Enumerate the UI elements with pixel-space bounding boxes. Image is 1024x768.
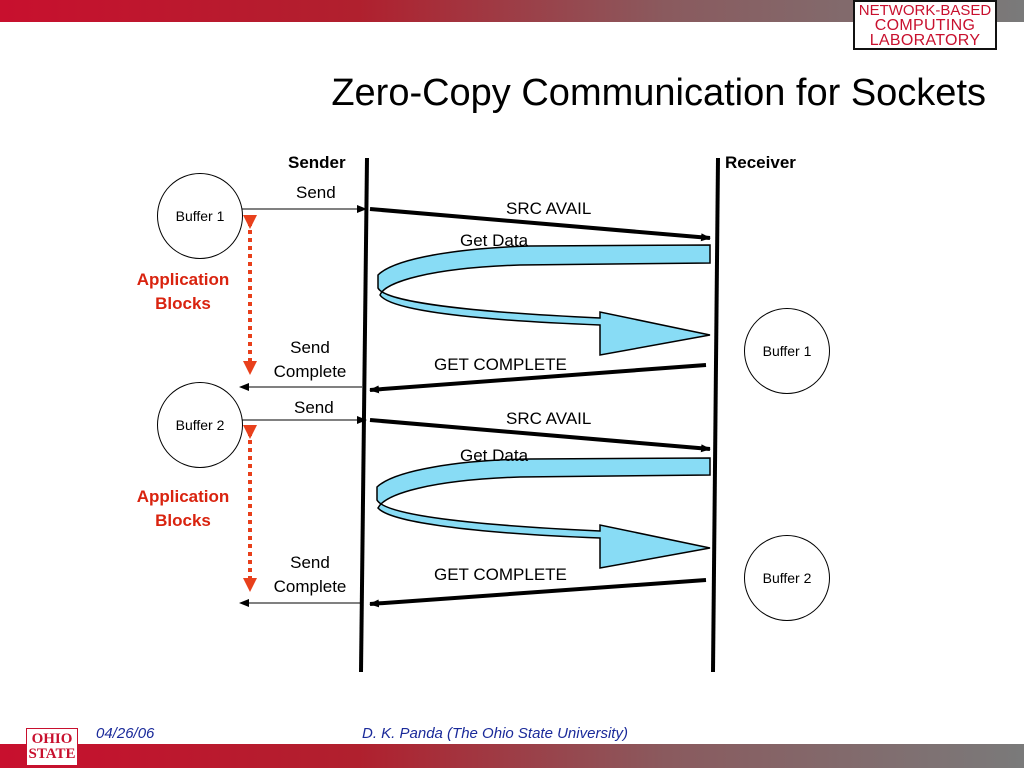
src-avail-arrow-2 — [369, 418, 711, 453]
application-blocks-label: Application Blocks — [124, 268, 242, 316]
footer-author: D. K. Panda (The Ohio State University) — [362, 725, 628, 742]
get-data-arrow-1 — [377, 244, 711, 356]
app-blocks-line: Blocks — [155, 511, 211, 530]
ohio-logo-line: OHIO — [31, 731, 73, 747]
get-complete-label: GET COMPLETE — [434, 565, 567, 584]
receiver-label: Receiver — [725, 153, 796, 172]
app-blocks-line: Application — [136, 487, 230, 506]
send-complete-line: Send — [290, 338, 330, 357]
top-banner — [0, 0, 1024, 22]
send-label: Send — [296, 183, 336, 202]
buffer-label: Buffer 1 — [762, 343, 812, 359]
src-avail-arrow-1 — [369, 207, 711, 242]
send-complete-line: Complete — [273, 362, 347, 381]
src-avail-label: SRC AVAIL — [506, 199, 592, 218]
sender-timeline — [359, 157, 369, 673]
logo-line: NETWORK-BASED — [858, 1, 992, 19]
slide-title: Zero-Copy Communication for Sockets — [331, 72, 986, 114]
receiver-timeline — [711, 157, 720, 673]
application-blocks-label: Application Blocks — [124, 485, 242, 533]
src-avail-label: SRC AVAIL — [506, 409, 592, 428]
get-complete-arrow-1 — [369, 363, 707, 394]
buffer-label: Buffer 2 — [175, 417, 225, 433]
get-data-label: Get Data — [460, 231, 529, 250]
logo-line: COMPUTING — [874, 16, 976, 34]
sender-buffer-2: Buffer 2 — [157, 382, 243, 468]
nbcl-logo: NETWORK-BASED COMPUTING LABORATORY — [853, 0, 997, 50]
app-blocks-line: Blocks — [155, 294, 211, 313]
send-complete-line: Send — [290, 553, 330, 572]
sender-buffer-1: Buffer 1 — [157, 173, 243, 259]
get-data-arrow-2 — [376, 457, 711, 569]
send-complete-label: Send Complete — [266, 551, 354, 599]
send-complete-label: Send Complete — [266, 336, 354, 384]
footer-date: 04/26/06 — [96, 725, 155, 742]
send-complete-line: Complete — [273, 577, 347, 596]
ohio-logo-line: STATE — [28, 746, 76, 762]
sender-label: Sender — [288, 153, 346, 172]
app-blocks-line: Application — [136, 270, 230, 289]
get-complete-arrow-2 — [369, 578, 707, 608]
get-complete-label: GET COMPLETE — [434, 355, 567, 374]
receiver-buffer-2: Buffer 2 — [744, 535, 830, 621]
logo-line: LABORATORY — [869, 31, 981, 49]
buffer-label: Buffer 1 — [175, 208, 225, 224]
ohio-state-logo: OHIO STATE — [26, 728, 78, 766]
buffer-label: Buffer 2 — [762, 570, 812, 586]
get-data-label: Get Data — [460, 446, 529, 465]
send-label: Send — [294, 398, 334, 417]
receiver-buffer-1: Buffer 1 — [744, 308, 830, 394]
bottom-banner — [0, 744, 1024, 768]
